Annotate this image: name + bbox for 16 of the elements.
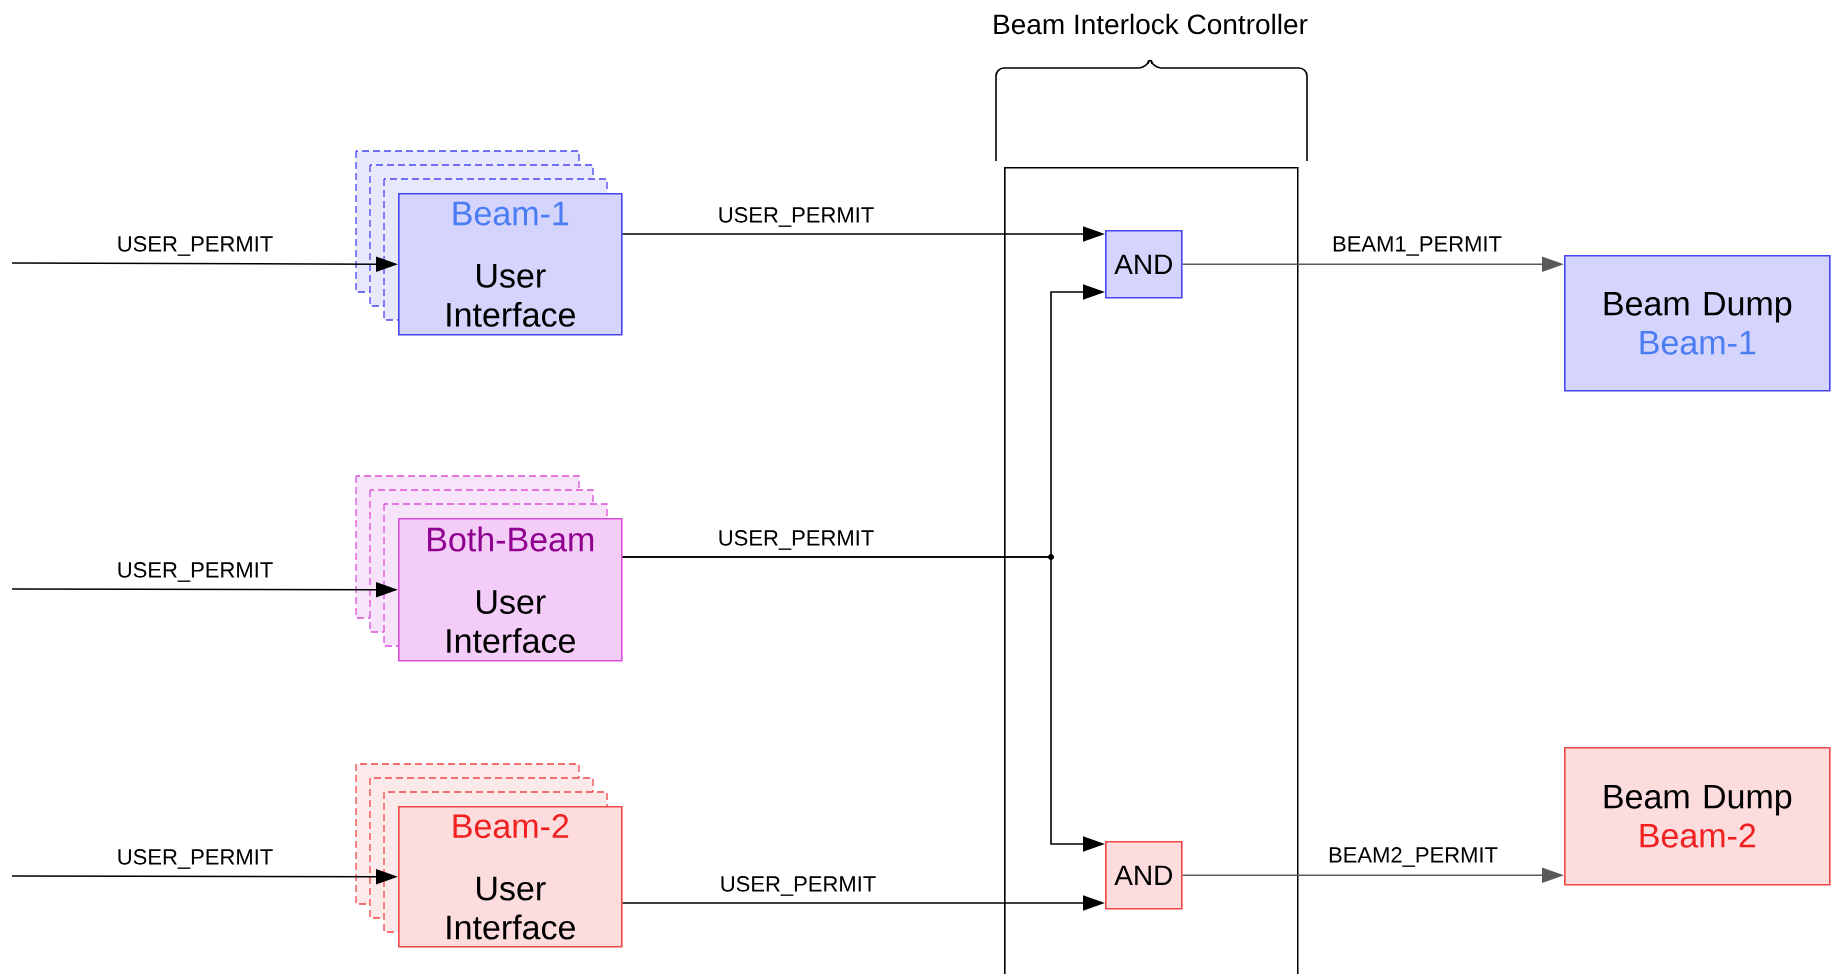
edge-label: USER_PERMIT	[115, 561, 275, 583]
interface-box: Beam-1 User Interface	[398, 193, 623, 336]
and-gate: AND	[1105, 230, 1183, 299]
interface-box: Beam-2 User Interface	[398, 806, 623, 948]
interface-box: Both-Beam User Interface	[398, 518, 623, 662]
node-label: Beam Interlock Controller	[994, 13, 1308, 35]
edge-label: USER_PERMIT	[115, 848, 275, 870]
edge-label: USER_PERMIT	[115, 235, 275, 257]
edge-label: USER_PERMIT	[716, 206, 876, 228]
edge-label: USER_PERMIT	[716, 529, 876, 551]
beam-dump-box: Beam Dump Beam-2	[1564, 747, 1831, 886]
beam-dump-box: Beam Dump Beam-1	[1564, 255, 1831, 392]
edge-label: USER_PERMIT	[718, 875, 878, 897]
and-gate: AND	[1105, 841, 1183, 910]
edge-label: BEAM2_PERMIT	[1327, 846, 1499, 868]
edge-label: BEAM1_PERMIT	[1331, 235, 1503, 257]
